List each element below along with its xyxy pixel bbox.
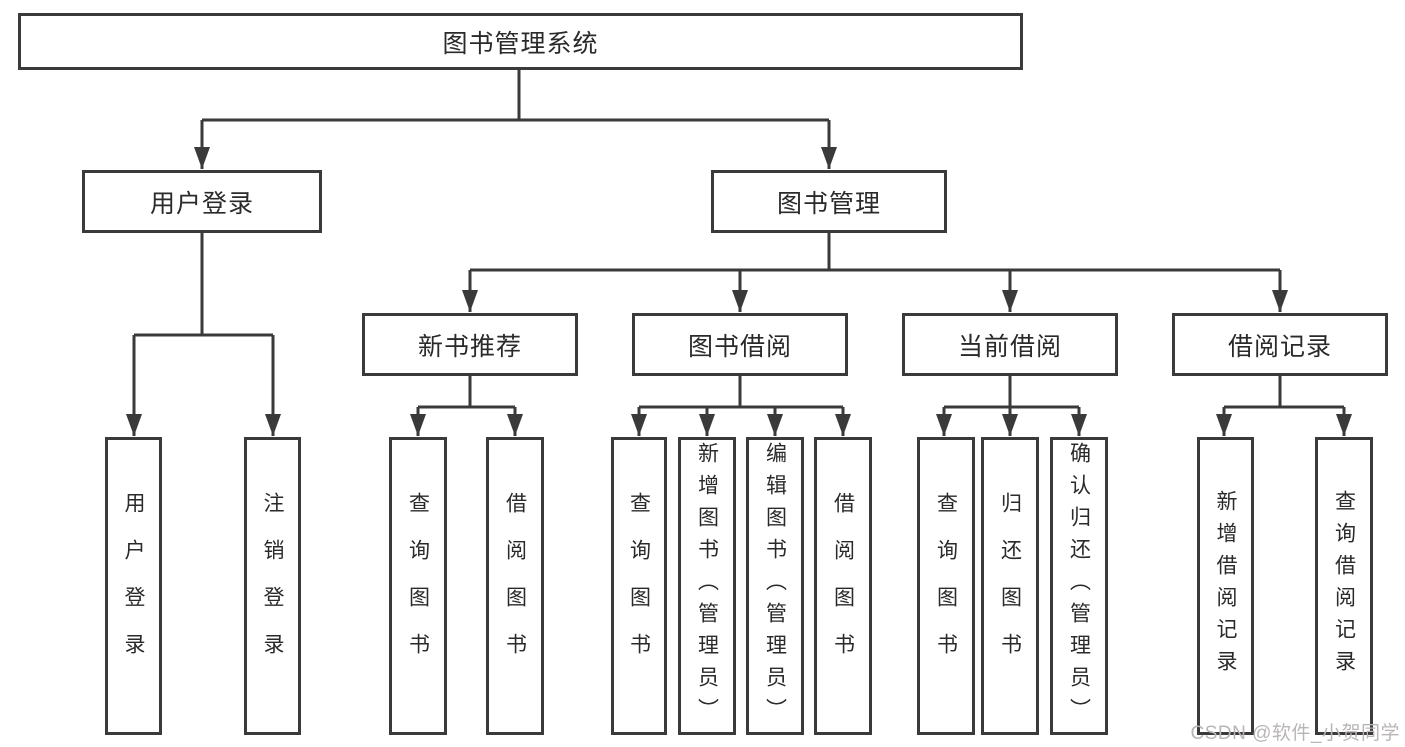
node-root: 图书管理系统 xyxy=(18,13,1023,70)
arrowhead-icon xyxy=(1002,290,1018,312)
arrowhead-icon xyxy=(462,290,478,312)
node-label-leaf-cb-confirm: 确认归还（管理员） xyxy=(1067,442,1091,730)
node-label-current-borrow: 当前借阅 xyxy=(957,332,1062,361)
watermark: CSDN @软件_小贺同学 xyxy=(1190,723,1400,744)
node-leaf-bb-add: 新增图书（管理员） xyxy=(678,437,736,735)
node-label-leaf-logout: 注销登录 xyxy=(261,492,284,680)
arrowhead-icon xyxy=(126,414,142,436)
node-leaf-nb-query: 查询图书 xyxy=(389,437,447,735)
arrowhead-icon xyxy=(732,290,748,312)
node-label-book-borrow: 图书借阅 xyxy=(687,332,792,361)
arrowhead-icon xyxy=(699,414,715,436)
node-label-leaf-bb-edit: 编辑图书（管理员） xyxy=(763,442,787,730)
arrowhead-icon xyxy=(265,414,281,436)
arrowhead-icon xyxy=(1216,414,1232,436)
node-leaf-br-add: 新增借阅记录 xyxy=(1197,437,1254,735)
arrowhead-icon xyxy=(1336,414,1352,436)
node-label-leaf-nb-borrow: 借阅图书 xyxy=(503,492,527,680)
arrowhead-icon xyxy=(821,147,837,169)
node-leaf-nb-borrow: 借阅图书 xyxy=(486,437,544,735)
node-label-leaf-bb-add: 新增图书（管理员） xyxy=(695,442,719,730)
arrowhead-icon xyxy=(194,147,210,169)
node-leaf-logout: 注销登录 xyxy=(244,437,301,735)
node-book-borrow: 图书借阅 xyxy=(632,313,848,376)
node-label-leaf-bb-borrow: 借阅图书 xyxy=(831,492,855,680)
node-label-leaf-br-add: 新增借阅记录 xyxy=(1214,490,1237,682)
node-label-new-book-rec: 新书推荐 xyxy=(417,332,522,361)
arrowhead-icon xyxy=(936,414,952,436)
arrowhead-icon xyxy=(1272,290,1288,312)
node-leaf-login: 用户登录 xyxy=(105,437,162,735)
node-label-leaf-cb-return: 归还图书 xyxy=(998,492,1022,680)
node-label-leaf-bb-query: 查询图书 xyxy=(627,492,651,680)
node-label-leaf-br-query: 查询借阅记录 xyxy=(1332,490,1356,682)
node-leaf-bb-borrow: 借阅图书 xyxy=(814,437,872,735)
node-leaf-bb-query: 查询图书 xyxy=(611,437,667,735)
arrowhead-icon xyxy=(1071,414,1087,436)
arrowhead-icon xyxy=(410,414,426,436)
node-label-leaf-cb-query: 查询图书 xyxy=(934,492,958,680)
arrowhead-icon xyxy=(507,414,523,436)
arrowhead-icon xyxy=(835,414,851,436)
arrowhead-icon xyxy=(631,414,647,436)
node-label-leaf-login: 用户登录 xyxy=(122,492,145,680)
node-new-book-rec: 新书推荐 xyxy=(362,313,578,376)
node-leaf-cb-query: 查询图书 xyxy=(917,437,975,735)
node-label-book-mgmt: 图书管理 xyxy=(776,189,881,218)
arrowhead-icon xyxy=(1002,414,1018,436)
node-leaf-br-query: 查询借阅记录 xyxy=(1315,437,1373,735)
node-label-leaf-nb-query: 查询图书 xyxy=(406,492,430,680)
node-current-borrow: 当前借阅 xyxy=(902,313,1118,376)
node-borrow-records: 借阅记录 xyxy=(1172,313,1388,376)
node-book-mgmt: 图书管理 xyxy=(711,170,947,233)
node-user-login: 用户登录 xyxy=(82,170,322,233)
node-leaf-cb-return: 归还图书 xyxy=(981,437,1039,735)
node-label-user-login: 用户登录 xyxy=(149,189,254,218)
arrowhead-icon xyxy=(767,414,783,436)
node-label-root: 图书管理系统 xyxy=(442,29,599,58)
node-leaf-cb-confirm: 确认归还（管理员） xyxy=(1050,437,1108,735)
node-label-borrow-records: 借阅记录 xyxy=(1227,332,1332,361)
node-leaf-bb-edit: 编辑图书（管理员） xyxy=(746,437,804,735)
